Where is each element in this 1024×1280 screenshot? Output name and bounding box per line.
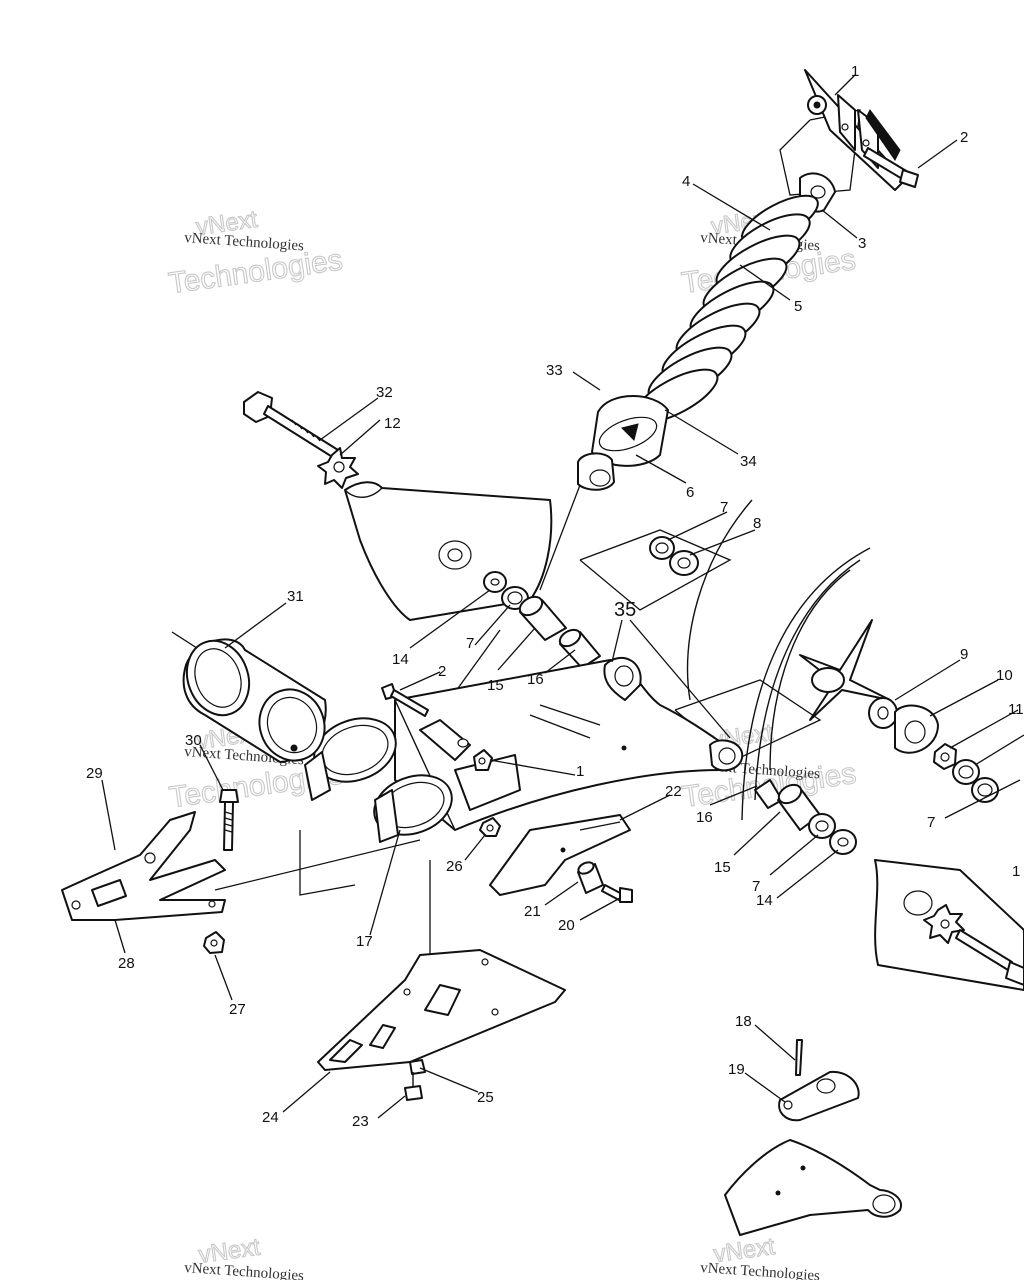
- watermark-brand-line2: Technologies: [167, 243, 345, 300]
- callout-2-top: 2: [960, 129, 968, 146]
- lower-right-pivot-hardware: [754, 779, 857, 855]
- right-shield-plate: [874, 859, 1024, 991]
- callout-32: 32: [376, 384, 393, 401]
- callout-15-right: 15: [714, 859, 731, 876]
- callout-31: 31: [287, 588, 304, 605]
- callout-7-lower: 7: [752, 878, 760, 895]
- callout-28: 28: [118, 955, 135, 972]
- callout-1-arm: 1: [576, 763, 584, 780]
- skid-fastener-25-icon: [409, 1059, 426, 1075]
- callout-7-left: 7: [466, 635, 474, 652]
- upper-shock-bracket: [804, 69, 919, 191]
- callout-24: 24: [262, 1109, 279, 1126]
- callout-1-top: 1: [851, 63, 859, 80]
- right-hub-hardware: [868, 697, 999, 803]
- watermark-brand-full: vNext Technologies: [700, 1260, 821, 1280]
- callout-17: 17: [356, 933, 373, 950]
- callout-27: 27: [229, 1001, 246, 1018]
- callout-8: 8: [753, 515, 761, 532]
- clamp-rings: [304, 717, 453, 843]
- callout-7-far-right: 7: [927, 814, 935, 831]
- callout-10: 10: [996, 667, 1013, 684]
- callout-9: 9: [960, 646, 968, 663]
- pin-18-icon: [795, 1039, 803, 1076]
- callout-30: 30: [185, 732, 202, 749]
- nut-26: [479, 817, 501, 837]
- left-pivot-hardware: [483, 571, 601, 669]
- shock-spring-icon: [633, 194, 819, 424]
- callout-25: 25: [477, 1089, 494, 1106]
- callout-2-arm: 2: [438, 663, 446, 680]
- callout-13-partial: 1: [1012, 863, 1020, 880]
- callout-7-upper: 7: [720, 499, 728, 516]
- callout-34: 34: [740, 453, 757, 470]
- nut-27: [203, 931, 225, 954]
- callout-26: 26: [446, 858, 463, 875]
- leader-lines: [101, 74, 1024, 1119]
- callout-16-right: 16: [696, 809, 713, 826]
- shock-absorber: [577, 172, 836, 491]
- callout-5: 5: [794, 298, 802, 315]
- chain-guide: [489, 814, 633, 903]
- callout-16-left: 16: [527, 671, 544, 688]
- arm-fasteners: [381, 683, 493, 771]
- bolt-30-head-icon: [219, 789, 239, 803]
- lower-mount-bracket: [61, 811, 226, 921]
- callout-12: 12: [384, 415, 401, 432]
- swing-arm: [394, 656, 744, 831]
- callout-35: 35: [614, 599, 636, 621]
- plate-19-icon: [778, 1070, 860, 1122]
- callout-11: 11: [1008, 701, 1024, 718]
- bearing-housing: [182, 638, 327, 763]
- callout-6: 6: [686, 484, 694, 501]
- lower-arm-assembly: [724, 1039, 902, 1236]
- upper-bolt-assembly: [243, 391, 359, 489]
- callout-labels: 1 2 3 4 5 6 7 8 9 10 11 12 14 7 15 16 35…: [86, 63, 1024, 1130]
- skid-plate: [317, 949, 566, 1101]
- lower-arm-icon: [724, 1139, 902, 1236]
- bolt-shaft-icon: [263, 405, 339, 459]
- callout-3: 3: [858, 235, 866, 252]
- watermark-brand-full: vNext Technologies: [184, 230, 305, 254]
- bolt-20-icon: [619, 887, 633, 903]
- skid-cutout-lower-icon: [329, 1039, 363, 1063]
- callout-4: 4: [682, 173, 690, 190]
- callout-33: 33: [546, 362, 563, 379]
- callout-22: 22: [665, 783, 682, 800]
- callout-29: 29: [86, 765, 103, 782]
- bolt-23-icon: [404, 1085, 423, 1101]
- callout-19: 19: [728, 1061, 745, 1078]
- callout-18: 18: [735, 1013, 752, 1030]
- callout-14-right: 14: [756, 892, 773, 909]
- callout-15-left: 15: [487, 677, 504, 694]
- skid-cutout-upper-icon: [424, 984, 461, 1016]
- bracket-slot-icon: [91, 879, 127, 907]
- skid-cutout-mid-icon: [369, 1024, 396, 1049]
- bolt-30: [219, 789, 239, 851]
- watermark-brand-full: vNext Technologies: [184, 1260, 305, 1280]
- callout-21: 21: [524, 903, 541, 920]
- callout-23: 23: [352, 1113, 369, 1130]
- callout-14-left: 14: [392, 651, 409, 668]
- upper-right-washers: [649, 536, 699, 576]
- callout-20: 20: [558, 917, 575, 934]
